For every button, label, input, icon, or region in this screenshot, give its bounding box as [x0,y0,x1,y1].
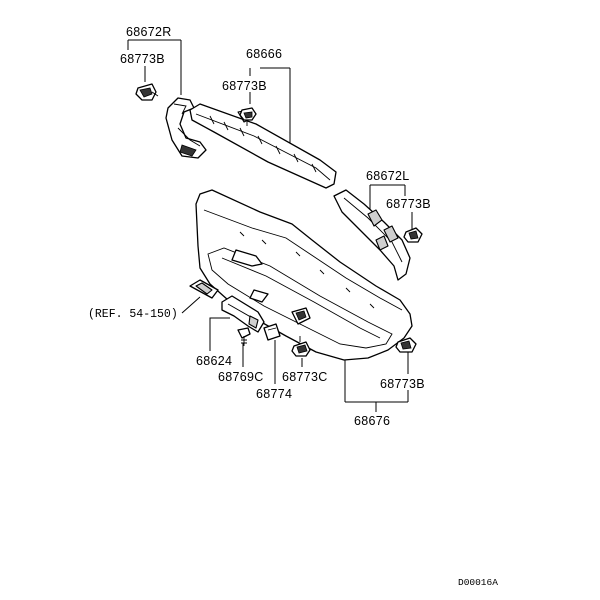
diagram-code: D00016A [458,577,498,588]
label-68676: 68676 [354,414,390,428]
screw-68769C [237,327,251,346]
handle-68624 [221,295,265,333]
label-ref-54-150: (REF. 54-150) [88,308,178,321]
leader-68672L [369,184,406,210]
leader-68666 [249,67,291,148]
leader-68672R [127,39,182,95]
label-68769C: 68769C [218,370,264,384]
leader-68676 [344,352,409,412]
cover-68774 [263,323,281,341]
clip-68773B-d [395,337,417,353]
label-68666: 68666 [246,47,282,61]
label-68624: 68624 [196,354,232,368]
panel-68676 [195,189,413,361]
clip-68773B-a [135,83,159,101]
clip-68773C [291,336,311,357]
label-68773B-d: 68773B [380,377,425,391]
label-68773B-a: 68773B [120,52,165,66]
label-68773B-b: 68773B [222,79,267,93]
trim-68672R [165,97,207,159]
clip-68773B-c [403,227,423,243]
ref-plate-54-150 [189,279,219,299]
trim-68666 [189,103,337,189]
leader-68624 [209,317,230,351]
label-68672L: 68672L [366,169,410,183]
leader-lines [127,39,413,412]
part-labels: 68672R 68773B 68666 68773B 68672L 68773B… [88,25,498,588]
trim-68672L [333,189,411,281]
leader-ref [181,296,201,314]
label-68774: 68774 [256,387,292,401]
clip-68773B-b [239,107,257,126]
label-68773B-c: 68773B [386,197,431,211]
label-68672R: 68672R [126,25,172,39]
label-68773C: 68773C [282,370,328,384]
